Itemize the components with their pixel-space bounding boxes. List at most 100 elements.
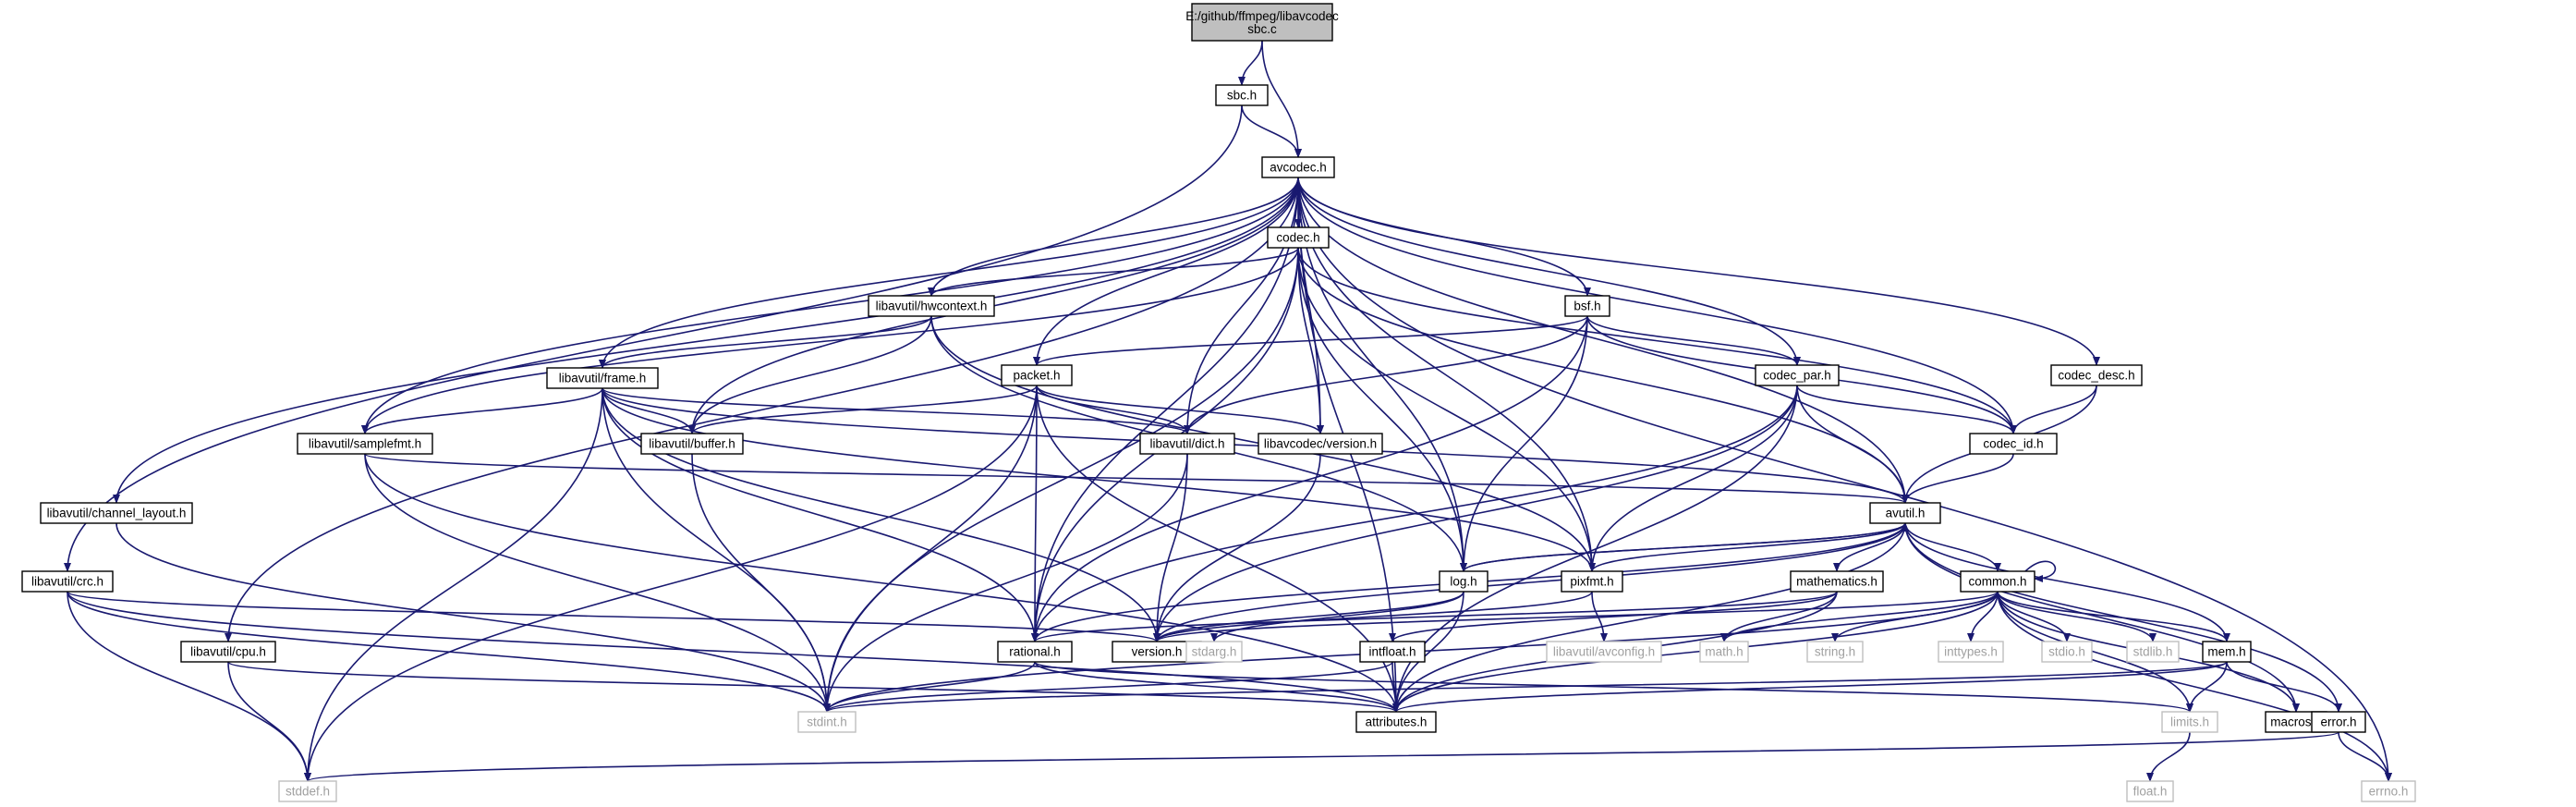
edge-common-to-limits [1997, 591, 2193, 713]
node-box [1564, 295, 1610, 317]
node-avc_version[interactable]: libavcodec/version.h [1258, 433, 1383, 455]
node-cpu[interactable]: libavutil/cpu.h [180, 641, 276, 663]
edge-codec_par-to-codec_id [1796, 385, 2017, 434]
edge-common-to-mem [1997, 591, 2230, 642]
edge-avutil-to-pixfmt [1588, 522, 1906, 572]
node-common[interactable]: common.h [1960, 570, 2035, 593]
edge-crc-to-attributes [67, 591, 1400, 713]
node-avutil[interactable]: avutil.h [1869, 502, 1941, 524]
node-rational[interactable]: rational.h [997, 641, 1073, 663]
node-mathematics[interactable]: mathematics.h [1790, 570, 1884, 593]
node-box [1869, 502, 1941, 524]
node-box [2050, 364, 2143, 386]
node-label: math.h [1705, 645, 1743, 659]
node-box [1185, 641, 1243, 663]
edge-common-to-inttypes [1967, 591, 1999, 642]
node-label: libavutil/frame.h [559, 372, 647, 385]
node-label: intfloat.h [1368, 645, 1416, 659]
edge-avcodec-to-avutil [1297, 177, 1909, 504]
node-box [180, 641, 276, 663]
edge-sbc_c-to-sbc_h [1238, 40, 1263, 86]
node-box [297, 433, 433, 455]
edge-avutil-to-version [1153, 522, 1906, 642]
node-sbc_h[interactable]: sbc.h [1215, 84, 1269, 106]
node-label: avutil.h [1886, 507, 1926, 520]
edge-codec-to-codec_id [1297, 247, 2017, 434]
edge-crc-to-stdint [67, 591, 831, 713]
node-codec_desc[interactable]: codec_desc.h [2050, 364, 2143, 386]
node-label: libavcodec/version.h [1264, 437, 1377, 451]
edge-bsf-to-packet [1033, 315, 1588, 366]
edge-mem-to-attributes [1392, 661, 2228, 713]
node-box [640, 433, 744, 455]
node-avcodec[interactable]: avcodec.h [1261, 156, 1335, 178]
node-box [1790, 570, 1884, 593]
node-samplefmt[interactable]: libavutil/samplefmt.h [297, 433, 433, 455]
node-math: math.h [1699, 641, 1749, 663]
node-box [2202, 641, 2252, 663]
edge-buffer-to-stdint [691, 453, 831, 713]
node-mem[interactable]: mem.h [2202, 641, 2252, 663]
node-chlayout[interactable]: libavutil/channel_layout.h [40, 502, 193, 524]
edge-codec_par-to-rational [1031, 385, 1798, 642]
node-packet[interactable]: packet.h [1001, 364, 1073, 386]
edge-frame-to-rational [601, 387, 1039, 642]
node-box [1938, 641, 2004, 663]
edge-bsf-to-rational [1031, 315, 1588, 642]
node-box [1267, 226, 1330, 249]
node-label: libavutil/samplefmt.h [309, 437, 421, 451]
node-label: stdarg.h [1192, 645, 1237, 659]
node-error[interactable]: error.h [2311, 711, 2366, 733]
edge-codec-to-log [1297, 247, 1467, 572]
edge-limits-to-float [2146, 731, 2191, 782]
edge-packet-to-stdint [823, 385, 1038, 713]
edge-frame-to-buffer [601, 387, 696, 434]
node-hwcontext[interactable]: libavutil/hwcontext.h [868, 295, 995, 317]
edge-avcodec-to-packet [1033, 177, 1299, 366]
node-crc[interactable]: libavutil/crc.h [21, 570, 114, 593]
node-box [1355, 711, 1437, 733]
edge-log-to-stdarg [1210, 591, 1464, 642]
edge-avutil-to-common [1904, 522, 2001, 572]
edge-frame-to-pixfmt [601, 387, 1596, 572]
edge-packet-to-buffer [688, 385, 1038, 434]
edge-log-to-version [1153, 591, 1464, 642]
node-label: libavutil/cpu.h [190, 645, 266, 659]
node-label: version.h [1132, 645, 1183, 659]
node-box [2161, 711, 2218, 733]
node-pixfmt[interactable]: pixfmt.h [1561, 570, 1623, 593]
node-codec_par[interactable]: codec_par.h [1755, 364, 1840, 386]
node-buffer[interactable]: libavutil/buffer.h [640, 433, 744, 455]
node-dict[interactable]: libavutil/dict.h [1139, 433, 1235, 455]
edge-avc_version-to-version [1153, 453, 1321, 642]
node-log[interactable]: log.h [1439, 570, 1488, 593]
edge-cpu-to-attributes [227, 661, 1400, 713]
node-box [278, 780, 337, 802]
node-box [1439, 570, 1488, 593]
node-label: mem.h [2207, 645, 2245, 659]
edge-packet-to-rational [1031, 385, 1039, 642]
edge-common-to-common [2024, 560, 2057, 582]
node-version[interactable]: version.h [1112, 641, 1202, 663]
node-codec[interactable]: codec.h [1267, 226, 1330, 249]
node-frame[interactable]: libavutil/frame.h [546, 367, 659, 389]
node-bsf[interactable]: bsf.h [1564, 295, 1610, 317]
edge-samplefmt-to-avutil [364, 453, 1909, 504]
node-intfloat[interactable]: intfloat.h [1359, 641, 1426, 663]
node-box [2126, 641, 2180, 663]
node-box [1001, 364, 1073, 386]
node-attributes[interactable]: attributes.h [1355, 711, 1437, 733]
node-box [1699, 641, 1749, 663]
edge-frame-to-stddef [304, 387, 603, 782]
edge-codec-to-samplefmt [361, 247, 1299, 434]
edge-intfloat-to-stdint [823, 661, 1393, 713]
edge-samplefmt-to-attributes [364, 453, 1400, 713]
edge-bsf-to-log [1460, 315, 1588, 572]
node-codec_id[interactable]: codec_id.h [1969, 433, 2058, 455]
node-label: libavutil/buffer.h [649, 437, 735, 451]
edge-avcodec-to-codec_id [1297, 177, 2017, 434]
node-box [2041, 641, 2093, 663]
